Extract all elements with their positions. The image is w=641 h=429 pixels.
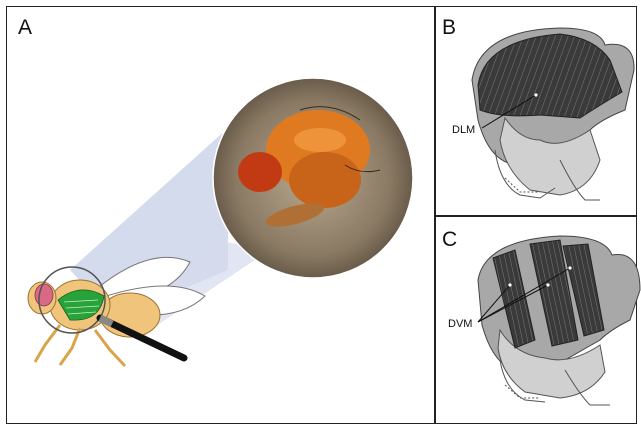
panel-b xyxy=(472,28,634,200)
panel-b-label: B xyxy=(442,16,456,40)
panel-c-label: C xyxy=(442,228,457,252)
dlm-callout-label: DLM xyxy=(452,124,475,136)
panel-a xyxy=(28,78,413,366)
dvm-callout-label: DVM xyxy=(448,318,472,330)
panel-c xyxy=(478,236,640,405)
fly-thorax-photo xyxy=(213,78,413,278)
panel-a-label: A xyxy=(18,16,32,40)
